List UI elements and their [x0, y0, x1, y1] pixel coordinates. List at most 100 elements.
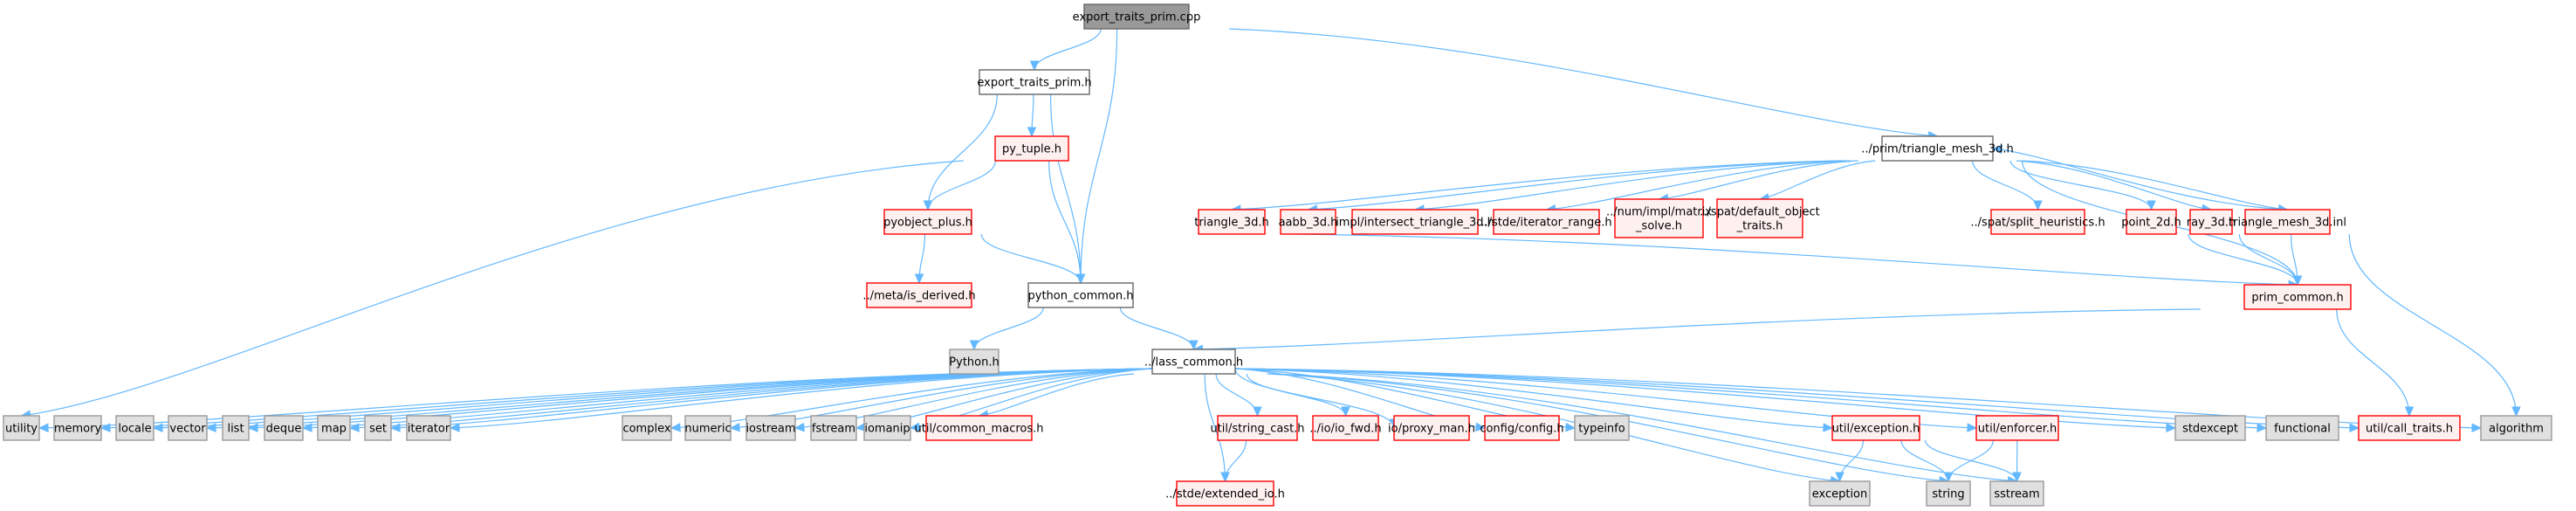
node-label: exception	[1812, 488, 1868, 501]
edge-arrowhead	[2033, 200, 2043, 211]
graph-node-tmesh[interactable]: ../prim/triangle_mesh_3d.h	[1861, 135, 2014, 162]
node-label: export_traits_prim.h	[977, 77, 1091, 90]
edge-arrowhead	[1991, 144, 2002, 155]
graph-node-exception: exception	[1809, 480, 1871, 507]
node-box	[222, 415, 250, 441]
graph-node-isder[interactable]: ../meta/is_derived.h	[862, 282, 976, 308]
edge-etph-to-pyobj	[927, 93, 998, 211]
graph-node-extio[interactable]: ../stde/extended_io.h	[1165, 480, 1285, 507]
edge-root-to-pycommon	[1080, 28, 1118, 284]
graph-node-splith[interactable]: ../spat/split_heuristics.h	[1970, 209, 2105, 235]
graph-node-calltraits[interactable]: util/call_traits.h	[2358, 415, 2461, 441]
graph-node-matsolve[interactable]: ../num/impl/matrix_solve.h	[1606, 198, 1712, 238]
node-label: io/proxy_man.h	[1388, 423, 1475, 436]
edge-arrowhead	[1075, 273, 1086, 285]
graph-node-lass[interactable]: ../lass_common.h	[1144, 349, 1243, 375]
edge-tmesh-to-tri3d	[1231, 160, 1842, 211]
node-label: ../num/impl/matrix	[1606, 206, 1712, 219]
node-box	[684, 415, 732, 441]
node-label: algorithm	[2489, 423, 2544, 436]
node-label: triangle_mesh_3d.inl	[2229, 217, 2346, 230]
graph-node-tmeshinl[interactable]: triangle_mesh_3d.inl	[2229, 209, 2346, 235]
edge-arrowhead	[2471, 423, 2483, 433]
node-label: locale	[118, 423, 151, 436]
edge-uexc-to-exception	[1838, 439, 1865, 482]
edge-arrowhead	[2147, 200, 2156, 211]
node-box	[1027, 282, 1134, 308]
graph-node-point2d[interactable]: point_2d.h	[2121, 209, 2181, 235]
node-box	[1351, 209, 1479, 235]
edge-arrowhead	[1253, 406, 1262, 418]
node-box	[745, 415, 796, 441]
edge-lass-to-iterator	[450, 368, 1153, 429]
node-box	[168, 415, 208, 441]
node-box	[3, 415, 40, 441]
node-label: point_2d.h	[2121, 217, 2181, 230]
edge-primcommon-to-calltraits	[2336, 308, 2410, 417]
edge-ray3d-to-primcommon	[2238, 233, 2298, 286]
graph-node-iofwd[interactable]: ../io/io_fwd.h	[1309, 415, 1382, 441]
edge-tmesh-to-point2d	[2009, 160, 2153, 211]
edge-arrowhead	[1474, 422, 1487, 432]
node-label: ../lass_common.h	[1144, 356, 1243, 369]
graph-node-stdexcept: stdexcept	[2174, 415, 2246, 441]
graph-node-pycommon[interactable]: python_common.h	[1027, 282, 1134, 308]
edge-arrowhead	[2257, 423, 2268, 432]
graph-node-cmacros[interactable]: util/common_macros.h	[915, 415, 1044, 441]
node-box	[2243, 284, 2352, 310]
node-box	[2265, 415, 2339, 441]
node-label: ../spat/default_object	[1700, 206, 1819, 219]
node-label: _solve.h	[1635, 220, 1682, 233]
edge-pytuple-to-utility	[21, 160, 964, 417]
graph-node-primcommon[interactable]: prim_common.h	[2243, 284, 2352, 310]
node-box	[1881, 135, 1994, 162]
node-box	[1083, 3, 1190, 30]
node-label: complex	[622, 423, 670, 436]
graph-node-strcast[interactable]: util/string_cast.h	[1210, 415, 1305, 441]
graph-node-proxyman[interactable]: io/proxy_man.h	[1388, 415, 1475, 441]
node-label: export_traits_prim.cpp	[1073, 11, 1201, 24]
node-label: pyobject_plus.h	[883, 217, 972, 230]
edge-arrowhead	[2012, 472, 2022, 483]
edge-point2d-to-primcommon	[2188, 233, 2298, 286]
edge-arrowhead	[2292, 275, 2303, 287]
edge-lass-to-uexc	[1234, 368, 1833, 429]
graph-node-config[interactable]: config/config.h	[1480, 415, 1564, 441]
edge-pytuple-to-pyobj	[927, 160, 996, 211]
graph-node-itrange[interactable]: ../stde/iterator_range.h	[1480, 209, 1612, 235]
graph-node-pyobj[interactable]: pyobject_plus.h	[883, 209, 972, 235]
node-box	[1989, 480, 2044, 507]
edge-lass-to-proxyman	[1234, 368, 1395, 429]
node-box	[1217, 415, 1298, 441]
graph-node-pytuple[interactable]: py_tuple.h	[994, 135, 1069, 162]
edge-arrowhead	[1029, 60, 1040, 72]
node-label: util/string_cast.h	[1210, 423, 1304, 436]
node-box	[2126, 209, 2177, 235]
node-box	[2480, 415, 2552, 441]
graph-node-isect[interactable]: impl/intersect_triangle_3d.h	[1336, 209, 1494, 235]
graph-node-defobj[interactable]: ../spat/default_object_traits.h	[1700, 198, 1820, 238]
node-box	[925, 415, 1033, 441]
node-label: string	[1932, 488, 1964, 501]
graph-node-numeric: numeric	[684, 415, 732, 441]
graph-node-ray3d[interactable]: ray_3d.h	[2187, 209, 2236, 235]
graph-node-etph[interactable]: export_traits_prim.h	[977, 69, 1092, 95]
node-label: set	[369, 423, 387, 436]
node-box	[1614, 198, 1704, 238]
edge-lass-to-functional	[1234, 368, 2267, 429]
graph-node-root[interactable]: export_traits_prim.cpp	[1073, 3, 1201, 30]
graph-node-uenf[interactable]: util/enforcer.h	[1975, 415, 2059, 441]
graph-node-aabb[interactable]: aabb_3d.h	[1279, 209, 1338, 235]
graph-node-iomanip: iomanip	[863, 415, 911, 441]
node-label: aabb_3d.h	[1279, 217, 1338, 230]
graph-node-tri3d[interactable]: triangle_3d.h	[1194, 209, 1269, 235]
node-label: iterator	[408, 423, 450, 436]
node-label: prim_common.h	[2251, 292, 2343, 305]
edge-lass-to-extio	[1204, 373, 1226, 482]
edge-arrowhead	[969, 340, 979, 351]
edge-arrowhead	[1220, 472, 1230, 483]
node-label: sstream	[1994, 488, 2039, 501]
graph-node-uexc[interactable]: util/exception.h	[1831, 415, 1920, 441]
node-box	[1990, 209, 2085, 235]
